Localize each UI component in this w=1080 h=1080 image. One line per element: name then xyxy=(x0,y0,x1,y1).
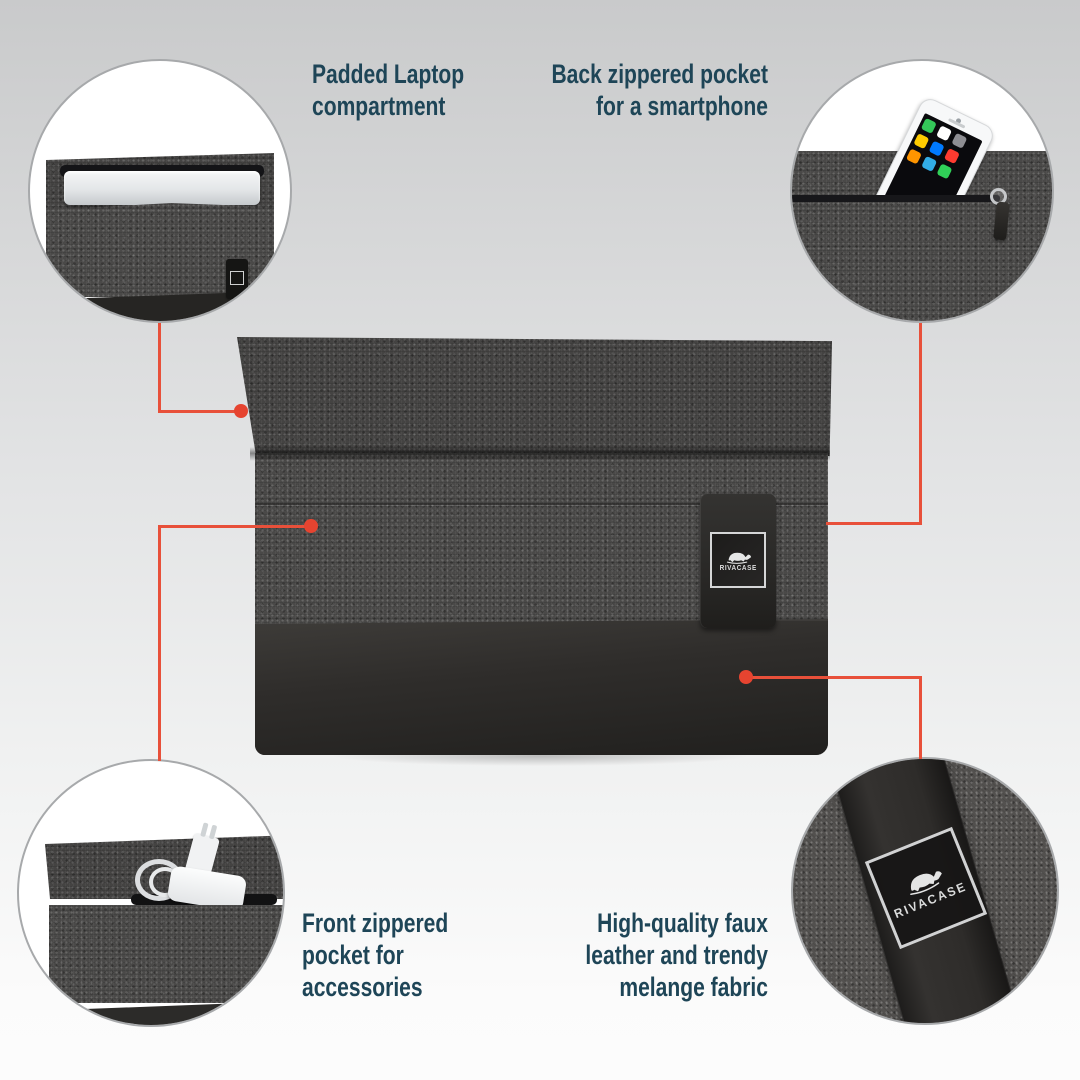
smartphone-screen xyxy=(871,112,983,202)
sleeve-leather-bottom xyxy=(255,619,828,755)
pocket-zipper xyxy=(792,195,1000,202)
smartphone-clip-region xyxy=(792,61,1052,202)
sleeve-pocket-seam xyxy=(255,503,828,505)
label-line: melange fabric xyxy=(619,972,768,1002)
accessories-pocket-front-fabric xyxy=(49,905,283,1003)
detail-circle-laptop-compartment xyxy=(28,59,292,323)
label-line: compartment xyxy=(312,91,446,121)
sleeve-flap xyxy=(237,337,832,456)
label-line: accessories xyxy=(302,972,423,1002)
callout-line-laptop-vertical xyxy=(158,323,161,413)
callout-line-material-vertical xyxy=(919,676,922,759)
label-back-zippered-pocket: Back zippered pocket for a smartphone xyxy=(534,58,768,122)
callout-dot-accessories xyxy=(304,519,318,533)
detail-circle-smartphone-pocket xyxy=(790,59,1054,323)
callout-dot-material xyxy=(739,670,753,684)
label-high-quality-materials: High-quality faux leather and trendy mel… xyxy=(534,907,768,1003)
laptop-edge xyxy=(64,171,260,205)
mini-brand-tag-logo xyxy=(230,271,244,285)
mini-brand-tag xyxy=(226,259,248,299)
detail-circle-accessories-pocket xyxy=(17,759,285,1027)
callout-line-phone-horizontal xyxy=(826,522,922,525)
turtle-logo-icon xyxy=(910,871,942,895)
smartphone xyxy=(859,95,997,202)
callout-line-laptop-horizontal xyxy=(158,410,243,413)
callout-line-accessories-horizontal xyxy=(158,525,311,528)
label-line: for a smartphone xyxy=(595,91,768,121)
app-icon xyxy=(943,148,960,165)
app-icon xyxy=(928,140,945,157)
app-icon xyxy=(936,125,953,142)
material-logo-patch: RIVACASE xyxy=(864,826,988,950)
callout-line-accessories-vertical xyxy=(158,525,161,761)
plug-pin xyxy=(200,822,209,838)
brand-logo-patch: RIVACASE xyxy=(710,532,766,588)
plug-pin xyxy=(208,824,218,840)
smartphone-app-icons xyxy=(905,117,982,187)
callout-dot-laptop xyxy=(234,404,248,418)
callout-line-phone-vertical xyxy=(919,323,922,525)
turtle-logo-icon xyxy=(726,552,752,564)
label-line: High-quality faux xyxy=(597,908,768,938)
label-line: Padded Laptop xyxy=(312,59,465,89)
label-line: pocket for xyxy=(302,940,404,970)
label-line: Front zippered xyxy=(302,908,449,938)
app-icon xyxy=(913,133,930,150)
label-line: Back zippered pocket xyxy=(551,59,768,89)
brand-strap: RIVACASE xyxy=(700,494,776,628)
label-padded-laptop-compartment: Padded Laptop compartment xyxy=(312,58,464,122)
app-icon xyxy=(920,117,937,134)
label-front-zippered-pocket: Front zippered pocket for accessories xyxy=(302,907,448,1003)
callout-line-material-horizontal xyxy=(746,676,922,679)
app-icon xyxy=(921,155,938,172)
app-icon xyxy=(936,163,953,180)
app-icon xyxy=(951,132,968,149)
app-icon xyxy=(905,148,922,165)
brand-logo-text: RIVACASE xyxy=(719,564,757,572)
accessories-pocket-leather-edge xyxy=(55,1001,283,1025)
label-line: leather and trendy xyxy=(585,940,768,970)
sleeve-fold-shadow xyxy=(250,447,830,461)
detail-circle-material: RIVACASE xyxy=(791,757,1059,1025)
